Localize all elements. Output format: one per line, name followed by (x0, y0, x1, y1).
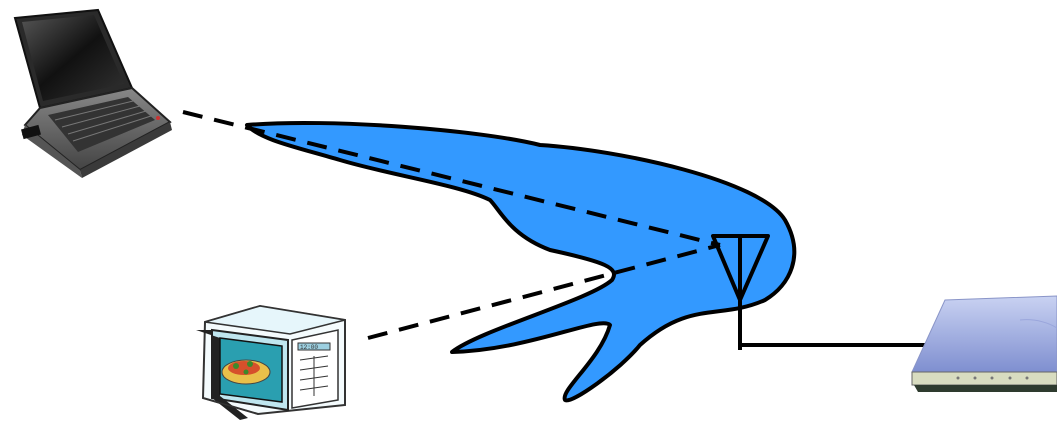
microwave-interference-dashed-line (367, 243, 721, 340)
microwave-panel-digits: 12:00 (300, 344, 318, 351)
access-point-antenna-icon (711, 234, 770, 350)
laptop-link-dashed-line (182, 110, 721, 247)
antenna-radiation-lobe (245, 120, 797, 403)
router-icon (911, 295, 1057, 392)
microwave-icon: 12:00 (196, 304, 346, 420)
laptop-icon (13, 8, 172, 178)
